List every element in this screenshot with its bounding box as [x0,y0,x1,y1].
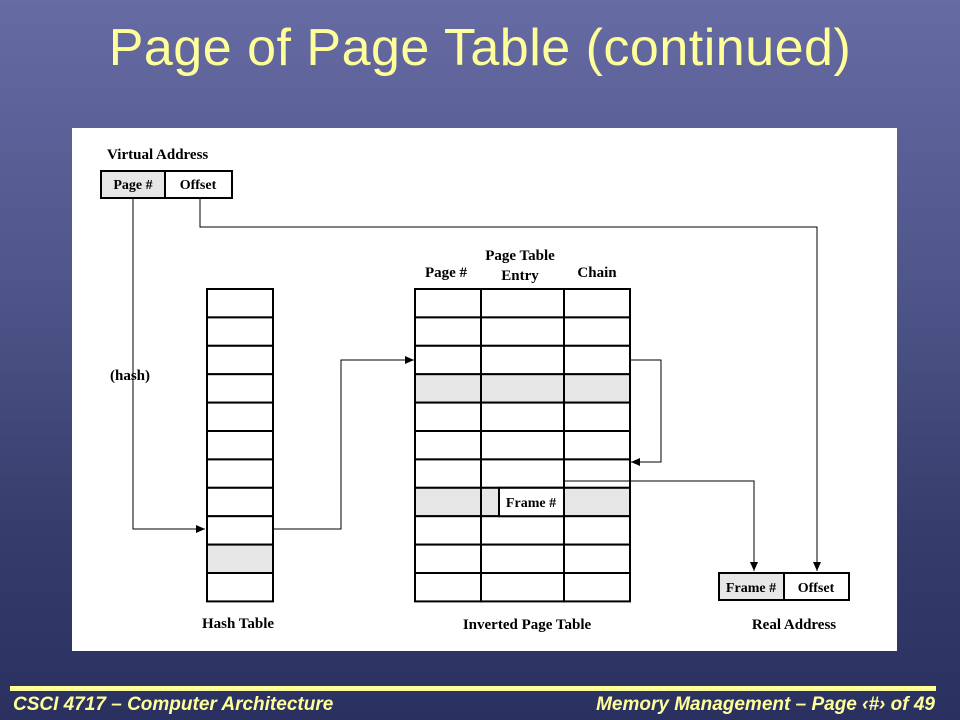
offset-arrow [199,198,821,571]
hash-label: (hash) [110,368,150,384]
diagram-panel: Virtual Address Page # Offset (hash) Has… [72,128,897,651]
ipt-cell [414,288,482,319]
ipt-cell [563,316,631,347]
hash-to-ipt-arrow [273,356,414,530]
ipt-cell [563,458,631,489]
ipt-header-chain: Chain [577,265,617,281]
hash-table-row [206,430,274,461]
footer-rule [10,686,936,691]
ipt-cell [480,288,565,319]
real-offset-text: Offset [798,581,835,596]
ipt-cell [414,373,482,404]
virtual-page-text: Page # [113,178,152,193]
virtual-address-box: Page # Offset [100,170,233,199]
connectors [132,198,821,571]
ipt-cell [480,543,565,575]
ipt-cell [480,373,565,404]
virtual-offset-text: Offset [180,178,217,193]
ipt-cell [563,344,631,376]
hash-table-row [206,316,274,347]
ipt-frame-text: Frame # [506,496,556,511]
ipt-cell [563,288,631,319]
ipt-cell [414,543,482,575]
ipt-cell [563,486,631,518]
ipt-cell [480,344,565,376]
ipt-cell [563,430,631,461]
ipt-cell [480,401,565,433]
ipt-cell [414,344,482,376]
slide-title: Page of Page Table (continued) [108,19,852,77]
hash-table [206,288,274,603]
ipt-cell [414,430,482,461]
ipt-cell [480,458,565,489]
hash-table-row [206,515,274,546]
ipt-cell [414,515,482,546]
ipt-cell [563,401,631,433]
ipt-cell [414,401,482,433]
ipt-header-page: Page # [425,265,468,281]
virtual-address-label: Virtual Address [107,147,208,163]
ipt-header-entry-2: Entry [501,268,539,284]
ipt-header-entry-1: Page Table [485,248,555,264]
virtual-offset-field [164,170,233,199]
real-frame-field [718,572,785,601]
footer-course: CSCI 4717 – Computer Architecture [13,694,334,715]
hash-table-row [206,401,274,433]
ipt-cell [480,515,565,546]
real-address-label: Real Address [752,617,836,633]
ipt-cell [414,458,482,489]
hash-table-row [206,344,274,376]
frame-arrow [563,480,758,571]
hash-table-row [206,543,274,575]
ipt-cell [414,316,482,347]
real-address-box: Frame # Offset [718,572,850,601]
hash-table-row [206,572,274,603]
footer-page-info: Memory Management – Page ‹#› of 49 [596,694,935,715]
ipt-cell [480,430,565,461]
ipt-cell [480,316,565,347]
ipt-label: Inverted Page Table [463,617,592,633]
ipt-frame-box [498,486,565,518]
chain-arrow [630,359,662,466]
real-offset-field [783,572,850,601]
hash-table-row [206,373,274,404]
hash-table-label: Hash Table [202,616,274,632]
diagram-svg: Virtual Address Page # Offset (hash) Has… [100,147,850,633]
ipt-cell [480,572,565,603]
ipt-cell [563,373,631,404]
hash-table-row [206,288,274,319]
hash-table-row [206,486,274,518]
hash-table-row [206,458,274,489]
hash-arrow [132,198,205,533]
real-frame-text: Frame # [726,581,776,596]
ipt-cell [563,515,631,546]
inverted-page-table: Frame # [414,288,631,603]
ipt-cell [563,572,631,603]
ipt-cell [563,543,631,575]
ipt-cell [414,572,482,603]
ipt-cell [414,486,482,518]
